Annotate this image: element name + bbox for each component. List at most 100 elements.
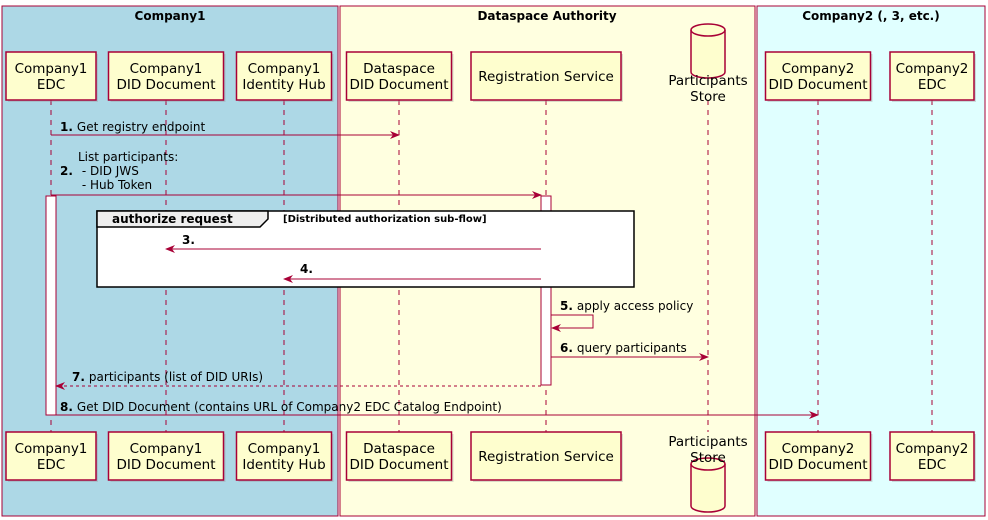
frame-condition: [Distributed authorization sub-flow]: [283, 214, 487, 225]
messages-layer: 1. Get registry endpoint 2. List participan…: [51, 120, 819, 419]
frame-title: authorize request: [112, 212, 233, 226]
participant-label-line1: Participants: [668, 434, 747, 450]
message-label: 6. query participants: [560, 341, 687, 355]
participant-label-line2: Store: [690, 89, 726, 105]
participant-box: [764, 51, 872, 101]
participant-label-line2: Identity Hub: [242, 77, 325, 93]
message-text: participants (list of DID URIs): [89, 370, 263, 384]
message-number: 4.: [300, 262, 313, 276]
participant-box: [235, 51, 333, 101]
message-number: 5.: [560, 299, 573, 313]
message-number: 2.: [60, 164, 73, 178]
participant-box: [345, 431, 453, 481]
frame-title-tab: [96, 210, 269, 228]
message-number: 1.: [60, 120, 73, 134]
message-label: 3.: [182, 233, 195, 247]
participant-label-line2: EDC: [37, 457, 65, 473]
participant-label-line1: Company2: [896, 61, 969, 77]
participant-label-line2: EDC: [918, 457, 946, 473]
participant-box: [5, 431, 97, 481]
participant-label-line1: Company1: [248, 441, 321, 457]
participant-label-line2: Store: [690, 450, 726, 466]
message-5: 5.apply access policy: [551, 299, 693, 332]
message-label: 5.apply access policy: [560, 299, 693, 313]
participant-box: [107, 431, 225, 481]
participant-label-line1: Company1: [248, 61, 321, 77]
message-1: 1. Get registry endpoint: [51, 120, 400, 139]
participant-label-line2: DID Document: [349, 77, 448, 93]
activation-registration-service: [540, 195, 552, 386]
participant-label-line2: DID Document: [768, 457, 867, 473]
message-number: 7.: [72, 370, 85, 384]
message-text: Get DID Document (contains URL of Compan…: [77, 400, 502, 414]
database-icon-rim: [690, 463, 726, 471]
message-8: 8. Get DID Document (contains URL of Comp…: [56, 400, 819, 419]
participant-label-line1: Company2: [782, 441, 855, 457]
database-icon: [690, 457, 726, 513]
message-label-line-3: - Hub Token: [78, 178, 152, 192]
participant-label-line1: Participants: [668, 73, 747, 89]
participant-registration-service-bottom: Registration Service: [470, 431, 623, 482]
message-7: 7. participants (list of DID URIs): [55, 370, 541, 390]
message-label-line-2: - DID JWS: [78, 164, 139, 178]
participant-label-line2: DID Document: [768, 77, 867, 93]
message-text: query participants: [577, 341, 687, 355]
message-label: 1. Get registry endpoint: [60, 120, 205, 134]
participant-label: Registration Service: [478, 69, 614, 85]
box-company2-title: Company2 (, 3, etc.): [802, 9, 939, 23]
message-2: 2. List participants: - DID JWS - Hub Tok…: [51, 150, 542, 199]
participant-box: [345, 51, 453, 101]
participant-box: [470, 431, 622, 481]
participant-label-line1: Company2: [896, 441, 969, 457]
message-arrow: [551, 314, 594, 332]
participant-label-line1: Company1: [130, 441, 203, 457]
activations-layer: [45, 195, 552, 416]
database-icon-rim: [690, 29, 726, 37]
message-label: 7. participants (list of DID URIs): [72, 370, 263, 384]
participant-label-line2: DID Document: [116, 457, 215, 473]
participant-label-line1: Company2: [782, 61, 855, 77]
participant-label-line2: DID Document: [349, 457, 448, 473]
participant-box: [235, 431, 333, 481]
participant-registration-service-top: Registration Service: [470, 51, 623, 102]
participant-label: Registration Service: [478, 449, 614, 465]
participant-box: [470, 51, 622, 101]
message-4: 4.: [283, 262, 541, 283]
participant-label-line2: Identity Hub: [242, 457, 325, 473]
message-6: 6. query participants: [551, 341, 709, 361]
participant-label-line1: Company1: [130, 61, 203, 77]
box-dataspace-authority-title: Dataspace Authority: [477, 9, 616, 23]
participant-label-line2: EDC: [37, 77, 65, 93]
participant-label-line1: Company1: [15, 61, 88, 77]
message-label: 8. Get DID Document (contains URL of Comp…: [60, 400, 502, 414]
message-label-line-1: List participants:: [78, 150, 178, 164]
participant-label-line1: Dataspace: [363, 441, 435, 457]
activation-company1-edc: [45, 195, 57, 416]
message-3: 3.: [165, 233, 541, 253]
message-text: Get registry endpoint: [77, 120, 206, 134]
message-number: 6.: [560, 341, 573, 355]
participant-box: [889, 431, 975, 481]
message-number: 3.: [182, 233, 195, 247]
participant-label-line1: Company1: [15, 441, 88, 457]
message-number: 8.: [60, 400, 73, 414]
box-company1-title: Company1: [135, 9, 206, 23]
participant-box: [107, 51, 225, 101]
message-label: 4.: [300, 262, 313, 276]
participant-box: [889, 51, 975, 101]
participant-label-line1: Dataspace: [363, 61, 435, 77]
